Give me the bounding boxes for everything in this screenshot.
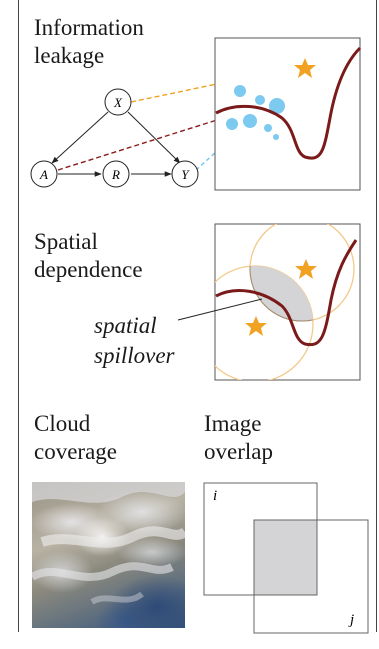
info-leakage-title: Information leakage [34, 15, 144, 68]
image-j-label: j [348, 612, 354, 628]
star-icon [295, 259, 317, 279]
node-a: A [30, 160, 58, 188]
boundary-curve-2 [215, 239, 358, 347]
node-y: Y [171, 160, 199, 188]
satellite-cloud-image [32, 482, 185, 628]
svg-text:R: R [111, 167, 120, 182]
edge-x-y [127, 111, 181, 164]
image-overlap-title: Image overlap [204, 411, 273, 464]
figure-frame [18, 0, 377, 632]
edge-x-a [51, 111, 109, 164]
node-x: X [104, 88, 132, 116]
bubble-cluster [226, 85, 285, 140]
spatial-spillover-annotation: spatial spillover [94, 313, 175, 368]
boundary-curve-1 [215, 46, 362, 160]
svg-text:A: A [39, 167, 48, 182]
node-r: R [102, 160, 130, 188]
svg-text:X: X [113, 95, 123, 110]
image-i-label: i [213, 488, 217, 504]
image-overlap-region [253, 519, 318, 596]
star-icon [245, 316, 267, 336]
spillover-pointer-line [177, 298, 263, 321]
cloud-coverage-title: Cloud coverage [34, 411, 117, 464]
leak-dash-red [57, 113, 237, 171]
star-icon [294, 58, 316, 78]
map-box-leakage [214, 37, 361, 191]
leak-dash-orange [130, 66, 299, 103]
spatial-dependence-title: Spatial dependence [34, 229, 143, 282]
svg-text:Y: Y [181, 167, 190, 182]
